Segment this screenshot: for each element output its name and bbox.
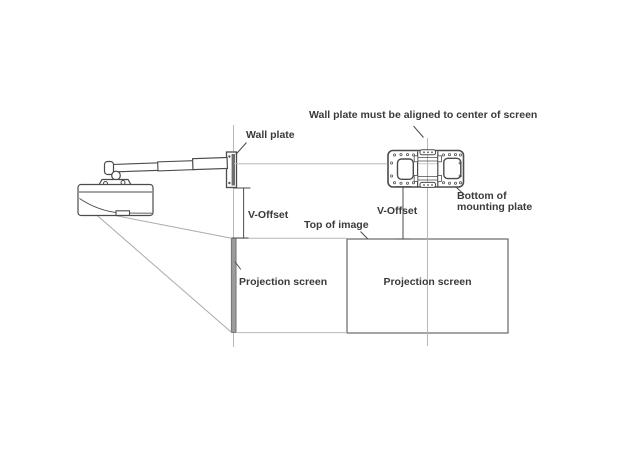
wall-plate-leader (235, 142, 247, 155)
leader-lines (234, 125, 465, 270)
wall-plate-label: Wall plate (246, 129, 295, 141)
v-offset-label-side: V-Offset (248, 209, 289, 221)
projection-screen-label-side: Projection screen (239, 276, 328, 288)
projection-cone-lines (91, 210, 232, 333)
v-offset-dimension-front (395, 186, 412, 240)
v-offset-label-front: V-Offset (377, 205, 418, 217)
wall-plate-side-view (225, 151, 238, 189)
projection-screen-side-bar (230, 237, 237, 333)
center-note-leader (413, 125, 424, 138)
bottom-of-mounting-plate-line2: mounting plate (457, 201, 533, 213)
projector-lens (115, 210, 131, 216)
v-offset-dimension-side (232, 187, 251, 239)
wall-plate-front-view-details (390, 149, 462, 188)
bottom-of-mounting-plate-line1: Bottom of (457, 190, 507, 202)
projection-screen-label-front: Projection screen (383, 276, 472, 288)
bottom-of-mounting-plate-label: Bottom of mounting plate (457, 191, 532, 213)
center-alignment-note: Wall plate must be aligned to center of … (309, 109, 538, 121)
projection-screen-side-leader (234, 261, 242, 270)
bottom-of-mounting-plate-leader (455, 186, 465, 196)
top-of-image-label: Top of image (304, 219, 369, 231)
projector-side-view (77, 183, 154, 217)
construction-lines (234, 138, 438, 346)
mount-arm (111, 156, 229, 173)
wall-plate-front-view-body (387, 149, 465, 188)
top-of-image-leader (360, 231, 368, 239)
